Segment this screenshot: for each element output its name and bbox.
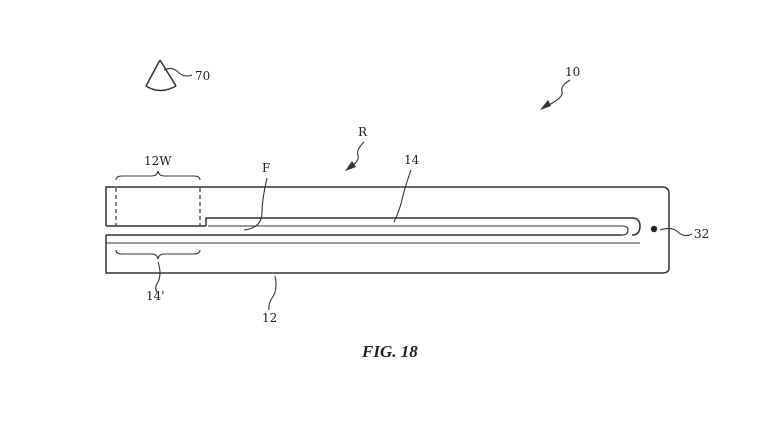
bracket-12w <box>115 170 201 181</box>
label-70: 70 <box>195 69 210 83</box>
label-14p: 14' <box>146 289 165 303</box>
label-32: 32 <box>694 227 709 241</box>
label-10: 10 <box>565 65 580 79</box>
point-32 <box>650 225 658 233</box>
leader-12 <box>268 275 277 311</box>
figure-caption: FIG. 18 <box>361 342 418 361</box>
leader-14p <box>155 261 161 293</box>
label-14: 14 <box>404 153 420 167</box>
bracket-14p <box>115 249 201 260</box>
leader-14 <box>393 169 412 223</box>
arrow-r <box>345 141 365 171</box>
viewpoint-symbol-70 <box>145 59 193 92</box>
region-12w <box>115 188 201 226</box>
arrow-10 <box>540 79 571 110</box>
body-12 <box>105 186 670 274</box>
label-f: F <box>262 161 270 175</box>
label-r: R <box>358 125 368 139</box>
label-12: 12 <box>262 311 277 325</box>
label-12w: 12W <box>144 154 172 168</box>
leader-f <box>243 177 268 231</box>
leader-32 <box>659 227 693 237</box>
